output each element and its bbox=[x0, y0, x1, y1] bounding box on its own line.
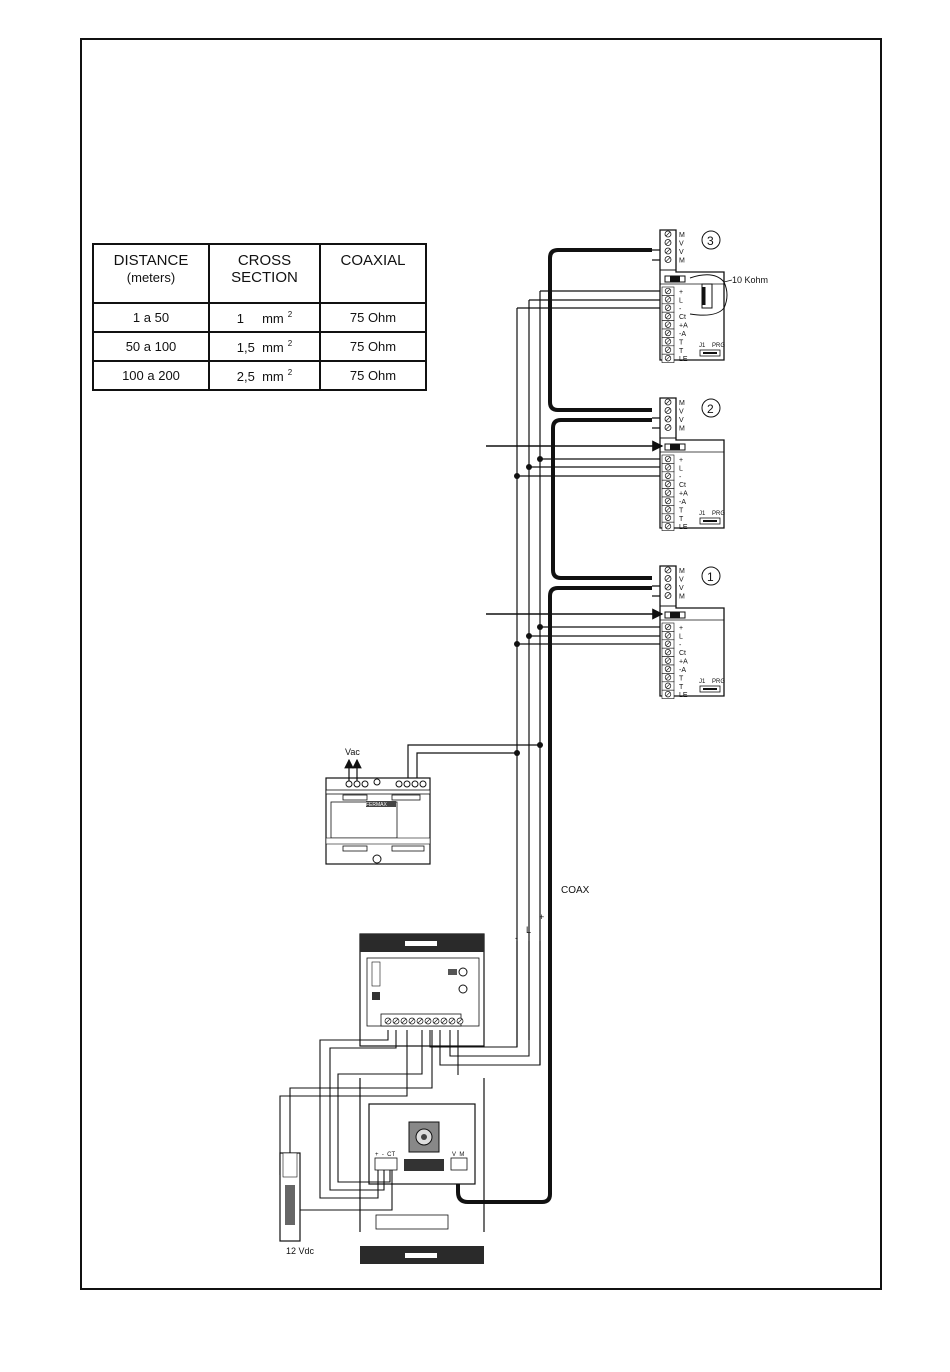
terminal-label: T bbox=[679, 675, 684, 682]
jumper-j1-label: J1 bbox=[699, 511, 706, 517]
door-panel-camera bbox=[360, 1078, 484, 1264]
terminal-label: Ct bbox=[679, 314, 686, 321]
lock-voltage-label: 12 Vdc bbox=[286, 1246, 315, 1256]
terminal-label: M bbox=[679, 594, 685, 601]
monitor-number: 1 bbox=[707, 570, 714, 584]
terminal-label: +A bbox=[679, 323, 688, 330]
terminal-label: T bbox=[679, 348, 684, 355]
jumper-prg-label: PRG bbox=[712, 343, 725, 349]
vac-label: Vac bbox=[345, 747, 360, 757]
terminal-label: +A bbox=[679, 491, 688, 498]
terminal-label: LE bbox=[679, 524, 688, 531]
terminal-label: M bbox=[679, 426, 685, 433]
coax-label: COAX bbox=[561, 885, 590, 896]
camera-power-terminals-label: + - CT bbox=[375, 1152, 396, 1158]
terminal-label: T bbox=[679, 516, 684, 523]
monitor-number: 2 bbox=[707, 402, 714, 416]
terminal-label: V bbox=[679, 577, 684, 584]
terminal-label: -A bbox=[679, 667, 686, 674]
resistor-label: 10 Kohm bbox=[732, 275, 768, 285]
door-panel-amplifier bbox=[360, 934, 484, 1046]
terminal-label: L bbox=[679, 465, 683, 472]
jumper-j1-label: J1 bbox=[699, 679, 706, 685]
terminal-label: V bbox=[679, 417, 684, 424]
terminal-label: Ct bbox=[679, 650, 686, 657]
camera-video-terminals-label: V M bbox=[452, 1152, 464, 1158]
terminal-label: LE bbox=[679, 692, 688, 699]
coax-cable bbox=[458, 250, 652, 1202]
terminal-label: Ct bbox=[679, 482, 686, 489]
terminal-label: V bbox=[679, 409, 684, 416]
terminal-label: M bbox=[679, 232, 685, 239]
terminal-label: LE bbox=[679, 356, 688, 363]
terminal-label: + bbox=[679, 625, 683, 632]
terminal-label: + bbox=[679, 289, 683, 296]
jumper-prg-label: PRG bbox=[712, 679, 725, 685]
terminal-label: L bbox=[679, 633, 683, 640]
electric-lock bbox=[280, 1153, 300, 1241]
monitor-number: 3 bbox=[707, 234, 714, 248]
terminal-label: T bbox=[679, 684, 684, 691]
terminal-label: +A bbox=[679, 659, 688, 666]
terminal-label: M bbox=[679, 400, 685, 407]
power-supply bbox=[326, 778, 430, 864]
terminal-label: -A bbox=[679, 331, 686, 338]
terminal-label: M bbox=[679, 568, 685, 575]
terminal-label: + bbox=[679, 457, 683, 464]
terminal-label: L bbox=[679, 297, 683, 304]
bus-label-plus: + bbox=[539, 912, 544, 922]
jumper-prg-label: PRG bbox=[712, 511, 725, 517]
brand-logo: FERMAX bbox=[366, 802, 388, 808]
terminal-label: T bbox=[679, 339, 684, 346]
jumper-j1-label: J1 bbox=[699, 343, 706, 349]
terminal-label: T bbox=[679, 507, 684, 514]
terminal-label: V bbox=[679, 585, 684, 592]
terminal-label: -A bbox=[679, 499, 686, 506]
terminal-label: M bbox=[679, 258, 685, 265]
bus-label-l: L bbox=[526, 925, 531, 935]
terminal-label: V bbox=[679, 241, 684, 248]
terminal-label: V bbox=[679, 249, 684, 256]
